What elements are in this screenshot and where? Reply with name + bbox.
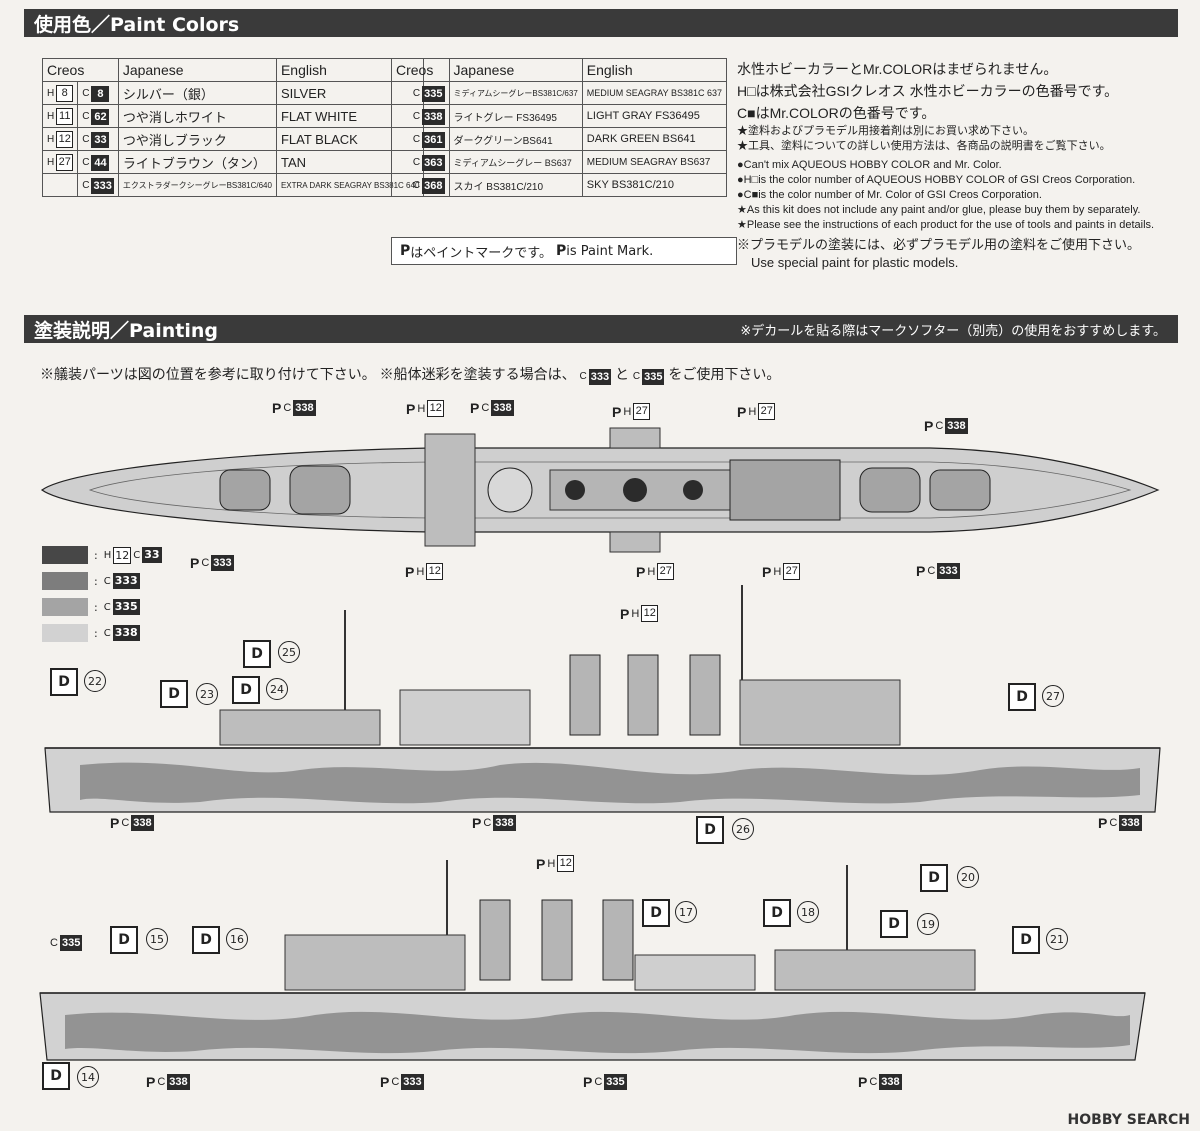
decal-marker: D [880,910,908,938]
decal-number: 21 [1046,928,1068,950]
decal-number: 14 [77,1066,99,1088]
table-header: English [581,58,728,82]
decal-marker: D [232,676,260,704]
painting-sub-note: ※艤装パーツは図の位置を参考に取り付けて下さい。 ※船体迷彩を塗装する場合は、 … [40,366,781,385]
decal-number: 20 [957,866,979,888]
decal-marker: D [160,680,188,708]
decal-marker: D [920,864,948,892]
paint-colors-title: 使用色／Paint Colors [34,13,240,36]
decal-marker: D [50,668,78,696]
decal-marker: D [763,899,791,927]
table-header: Creos [42,58,119,82]
hobby-search-watermark: HOBBY SEARCH [1067,1112,1190,1128]
ship-top-view [40,427,1160,553]
decal-number: 18 [797,901,819,923]
decal-number: 15 [146,928,168,950]
decal-number: 19 [917,913,939,935]
table-header: Creos [391,58,450,82]
decal-number: 17 [675,901,697,923]
decal-marker: D [192,926,220,954]
decal-marker: D [110,926,138,954]
decal-number: 24 [266,678,288,700]
decal-number: 27 [1042,685,1064,707]
paint-mark-icon: P [400,243,411,259]
painting-header: 塗装説明／Painting ※デカールを貼る際はマークソフター（別売）の使用をお… [24,315,1178,343]
decal-marker: D [42,1062,70,1090]
ship-side-view-starboard [44,585,1161,813]
table-header: Japanese [448,58,583,82]
paint-colors-header: 使用色／Paint Colors [24,9,1178,37]
decal-number: 22 [84,670,106,692]
painting-title: 塗装説明／Painting [34,319,218,342]
decal-marker: D [696,816,724,844]
decal-number: 25 [278,641,300,663]
paint-mark-legend: P はペイントマークです。 P is Paint Mark. [391,237,737,265]
paint-notes: 水性ホビーカラーとMr.COLORはまぜられません。 H□は株式会社GSIクレオ… [737,61,1155,270]
decal-number: 16 [226,928,248,950]
decal-number: 23 [196,683,218,705]
decal-marker: D [243,640,271,668]
ship-side-view-port [39,860,1146,1061]
decal-number: 26 [732,818,754,840]
decal-marker: D [1008,683,1036,711]
table-header: Japanese [117,58,277,82]
decal-marker: D [642,899,670,927]
decal-marker: D [1012,926,1040,954]
decal-note: ※デカールを貼る際はマークソフター（別売）の使用をおすすめします。 [740,323,1166,339]
